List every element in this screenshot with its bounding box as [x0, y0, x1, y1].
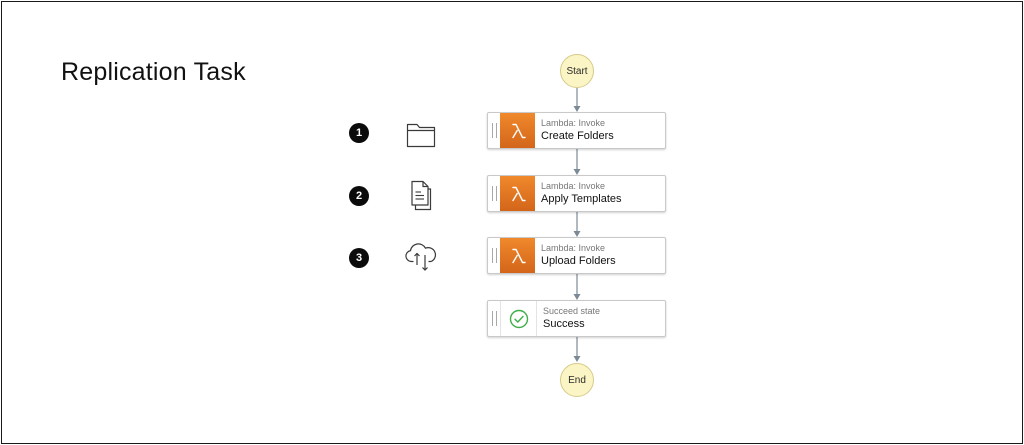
start-label: Start — [566, 65, 588, 77]
start-node[interactable]: Start — [560, 54, 594, 88]
lambda-icon — [500, 113, 535, 148]
state-upload-folders[interactable]: Lambda: Invoke Upload Folders — [487, 237, 666, 274]
state-create-folders[interactable]: Lambda: Invoke Create Folders — [487, 112, 666, 149]
step-number-2: 2 — [349, 186, 369, 206]
state-name: Apply Templates — [541, 192, 622, 205]
cloud-sync-icon — [405, 243, 437, 271]
lambda-icon — [500, 176, 535, 211]
end-label: End — [568, 374, 586, 386]
drag-handle[interactable] — [488, 238, 500, 273]
state-name: Create Folders — [541, 129, 614, 142]
drag-handle[interactable] — [488, 301, 500, 336]
step-number-3: 3 — [349, 248, 369, 268]
state-type: Lambda: Invoke — [541, 117, 606, 128]
state-type: Lambda: Invoke — [541, 180, 606, 191]
page-title: Replication Task — [61, 58, 246, 86]
drag-handle[interactable] — [488, 113, 500, 148]
folder-icon — [406, 123, 436, 148]
step-number-1: 1 — [349, 123, 369, 143]
state-name: Success — [543, 317, 585, 330]
state-apply-templates[interactable]: Lambda: Invoke Apply Templates — [487, 175, 666, 212]
state-success[interactable]: Succeed state Success — [487, 300, 666, 337]
end-node[interactable]: End — [560, 363, 594, 397]
state-type: Lambda: Invoke — [541, 242, 606, 253]
check-circle-icon — [500, 301, 537, 336]
document-icon — [411, 180, 432, 211]
state-name: Upload Folders — [541, 254, 616, 267]
lambda-icon — [500, 238, 535, 273]
drag-handle[interactable] — [488, 176, 500, 211]
state-type: Succeed state — [543, 305, 601, 316]
